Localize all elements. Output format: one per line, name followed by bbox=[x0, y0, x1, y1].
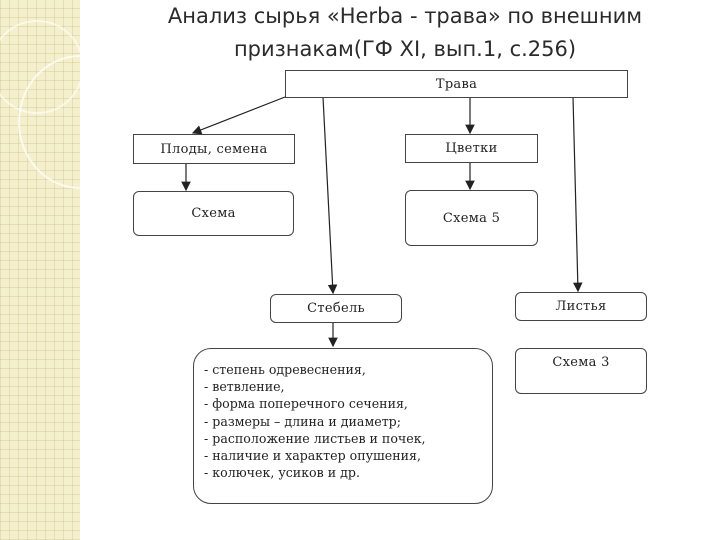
list-item: - расположение листьев и почек, bbox=[204, 430, 426, 446]
list-item: - наличие и характер опушения, bbox=[204, 448, 421, 464]
node-scheme-flowers: Схема 5 bbox=[405, 190, 538, 246]
stem-features-list: - степень одревеснения, - ветвление, - ф… bbox=[193, 348, 493, 504]
list-item: - ветвление, bbox=[204, 379, 285, 395]
list-item: - форма поперечного сечения, bbox=[204, 396, 408, 412]
node-fruits-seeds: Плоды, семена bbox=[133, 134, 295, 164]
list-item: - колючек, усиков и др. bbox=[204, 465, 360, 481]
slide-title: Анализ сырья «Herba - трава» по внешним … bbox=[100, 0, 710, 66]
list-item: - размеры – длина и диаметр; bbox=[204, 413, 401, 429]
node-scheme-leaves: Схема 3 bbox=[515, 348, 647, 394]
arrow-root-to-stem bbox=[322, 96, 338, 295]
decorative-side-strip bbox=[0, 0, 142, 540]
arrow-root-to-fruits bbox=[191, 96, 286, 135]
decorative-swirl bbox=[0, 20, 84, 114]
arrow-root-to-leaves bbox=[572, 96, 583, 293]
slide-title-line-2: признакам(ГФ XI, вып.1, с.256) bbox=[233, 37, 577, 61]
slide-title-line-1: Анализ сырья «Herba - трава» по внешним bbox=[167, 4, 643, 28]
node-stem: Стебель bbox=[270, 294, 402, 323]
list-item: - степень одревеснения, bbox=[204, 362, 366, 377]
node-flowers: Цветки bbox=[405, 134, 538, 163]
node-root: Трава bbox=[285, 70, 628, 98]
node-scheme-fruits: Схема bbox=[133, 191, 294, 236]
node-leaves: Листья bbox=[515, 292, 647, 321]
